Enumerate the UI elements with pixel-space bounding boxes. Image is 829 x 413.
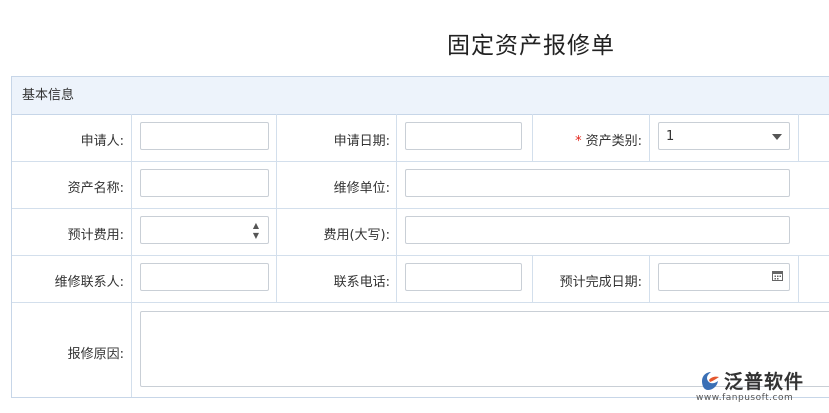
grid-divider	[12, 161, 829, 162]
grid-divider	[532, 255, 533, 302]
estimated-cost-input[interactable]: ▲ ▼	[140, 216, 269, 244]
contact-phone-input[interactable]	[405, 263, 522, 291]
asset-category-label-text: 资产类别:	[585, 134, 642, 149]
asset-category-value: 1	[666, 129, 675, 144]
grid-divider	[798, 114, 799, 162]
estimated-completion-date-label: 预计完成日期:	[559, 275, 642, 290]
applicant-label: 申请人:	[80, 134, 124, 149]
asset-category-select[interactable]: 1	[658, 122, 790, 150]
grid-divider	[12, 208, 829, 209]
apply-date-input[interactable]	[405, 122, 522, 150]
chevron-down-icon[interactable]	[772, 134, 782, 140]
apply-date-label: 申请日期:	[333, 134, 390, 149]
grid-divider	[798, 255, 799, 302]
applicant-input[interactable]	[140, 122, 269, 150]
repair-unit-label: 维修单位:	[333, 181, 390, 196]
required-mark: *	[575, 134, 582, 149]
page-title: 固定资产报修单	[447, 33, 615, 59]
repair-reason-textarea[interactable]	[140, 311, 829, 387]
watermark-url: www.fanpusoft.com	[696, 393, 794, 403]
watermark-brand: 泛普软件	[724, 371, 805, 393]
asset-category-label: *资产类别:	[532, 130, 642, 149]
repair-unit-input[interactable]	[405, 169, 790, 197]
grid-divider	[649, 255, 650, 302]
grid-divider	[532, 114, 533, 162]
cost-uppercase-label: 费用(大写):	[323, 228, 390, 243]
cost-uppercase-input[interactable]	[405, 216, 790, 244]
brand-logo-icon	[702, 372, 719, 390]
spinner-up-icon[interactable]: ▲	[252, 221, 259, 230]
repair-contact-label: 维修联系人:	[54, 275, 124, 290]
section-header: 基本信息	[12, 77, 829, 115]
spinner-down-icon[interactable]: ▼	[252, 231, 259, 240]
repair-contact-input[interactable]	[140, 263, 269, 291]
asset-name-label: 资产名称:	[67, 181, 124, 196]
grid-divider	[649, 114, 650, 162]
estimated-cost-label: 预计费用:	[67, 228, 124, 243]
estimated-completion-date-input[interactable]	[658, 263, 790, 291]
grid-divider	[12, 302, 829, 303]
calendar-icon[interactable]	[772, 270, 783, 281]
asset-name-input[interactable]	[140, 169, 269, 197]
watermark-logo: 泛普软件 www.fanpusoft.com	[694, 367, 829, 407]
basic-info-panel: 基本信息 申请人: 申请日期: *资产类别: 1 资产名称: 维修单位: 预计费…	[11, 76, 829, 398]
repair-reason-label: 报修原因:	[67, 347, 124, 362]
grid-divider	[12, 255, 829, 256]
contact-phone-label: 联系电话:	[333, 275, 390, 290]
